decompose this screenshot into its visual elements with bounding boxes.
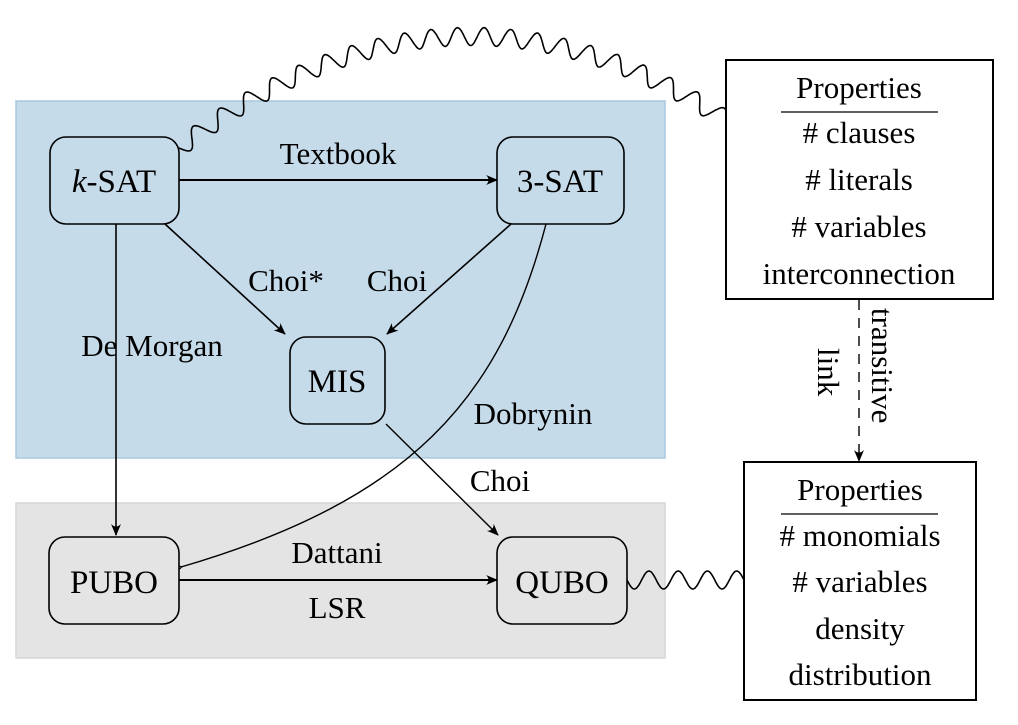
- node-ksat-prefix: k: [72, 164, 88, 200]
- edge-label-choi-star: Choi*: [248, 263, 324, 298]
- qubo-properties-title: Properties: [797, 472, 923, 507]
- qubo-property-item: # monomials: [779, 518, 940, 553]
- edge-label-choi-3sat-mis: Choi: [367, 263, 428, 298]
- node-ksat[interactable]: k-SAT: [49, 136, 180, 225]
- edge-label-textbook: Textbook: [280, 136, 397, 171]
- node-mis[interactable]: MIS: [289, 336, 386, 425]
- node-mis-label: MIS: [308, 364, 367, 400]
- link-label: link: [811, 348, 846, 397]
- edge-label-dattani: Dattani: [291, 535, 383, 570]
- sat-property-item: interconnection: [763, 256, 956, 291]
- node-pubo-label: PUBO: [70, 565, 158, 601]
- edge-mis-qubo: [385, 423, 499, 536]
- transitive-label: transitive: [865, 308, 900, 423]
- node-3sat[interactable]: 3-SAT: [496, 136, 625, 225]
- qubo-property-item: # variables: [792, 564, 927, 599]
- edge-label-lsr: LSR: [309, 590, 366, 625]
- qubo-property-item: distribution: [789, 657, 932, 692]
- wavy-link-ksat-properties: [178, 26, 727, 152]
- qubo-property-item: density: [815, 611, 905, 646]
- edge-3sat-mis: [386, 223, 512, 335]
- node-pubo[interactable]: PUBO: [48, 536, 180, 625]
- sat-property-item: # variables: [791, 209, 926, 244]
- node-qubo-label: QUBO: [515, 565, 609, 601]
- edge-label-de-morgan: De Morgan: [81, 328, 223, 363]
- edge-3sat-pubo: [181, 223, 547, 567]
- sat-properties-title: Properties: [796, 70, 922, 105]
- node-qubo[interactable]: QUBO: [496, 536, 628, 625]
- node-3sat-label: 3-SAT: [517, 164, 603, 200]
- edge-ksat-mis: [164, 223, 286, 335]
- svg-text:k-SAT: k-SAT: [72, 164, 156, 200]
- qubo-properties-box: Properties # monomials # variables densi…: [743, 461, 977, 701]
- edge-label-choi-mis-qubo: Choi: [470, 463, 531, 498]
- edge-label-dobrynin: Dobrynin: [474, 396, 593, 431]
- node-ksat-suffix: -SAT: [86, 164, 156, 200]
- wavy-link-qubo-properties: [626, 570, 745, 590]
- sat-properties-box: Properties # clauses # literals # variab…: [725, 59, 994, 300]
- sat-property-item: # literals: [805, 162, 913, 197]
- sat-property-item: # clauses: [803, 115, 916, 150]
